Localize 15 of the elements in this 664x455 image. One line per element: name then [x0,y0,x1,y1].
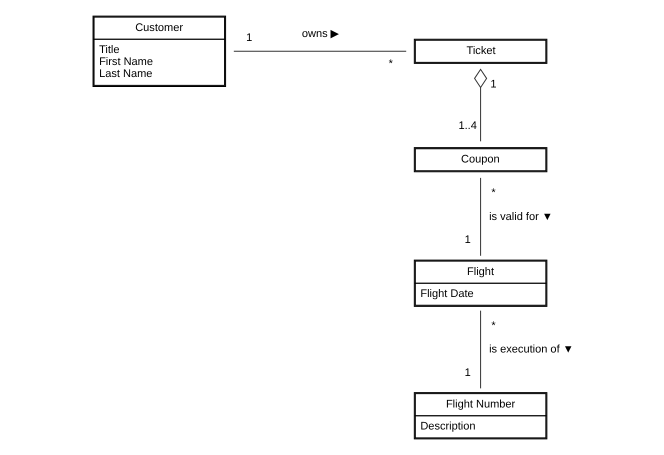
label: 1 [246,32,252,44]
label: 1 [490,78,496,91]
label: 1 [464,366,470,379]
connector [480,178,481,256]
label: * [490,320,496,332]
edge-label: is execution of ▼ [488,343,574,356]
label: * [388,58,392,70]
edge-label: owns ▶ [301,28,338,40]
connector [473,68,487,142]
connector [233,50,406,52]
connector [480,310,481,388]
edge-label: is valid for ▼ [488,210,552,223]
label: * [490,187,496,200]
label: 1..4 [458,120,476,132]
label: 1 [464,234,470,246]
